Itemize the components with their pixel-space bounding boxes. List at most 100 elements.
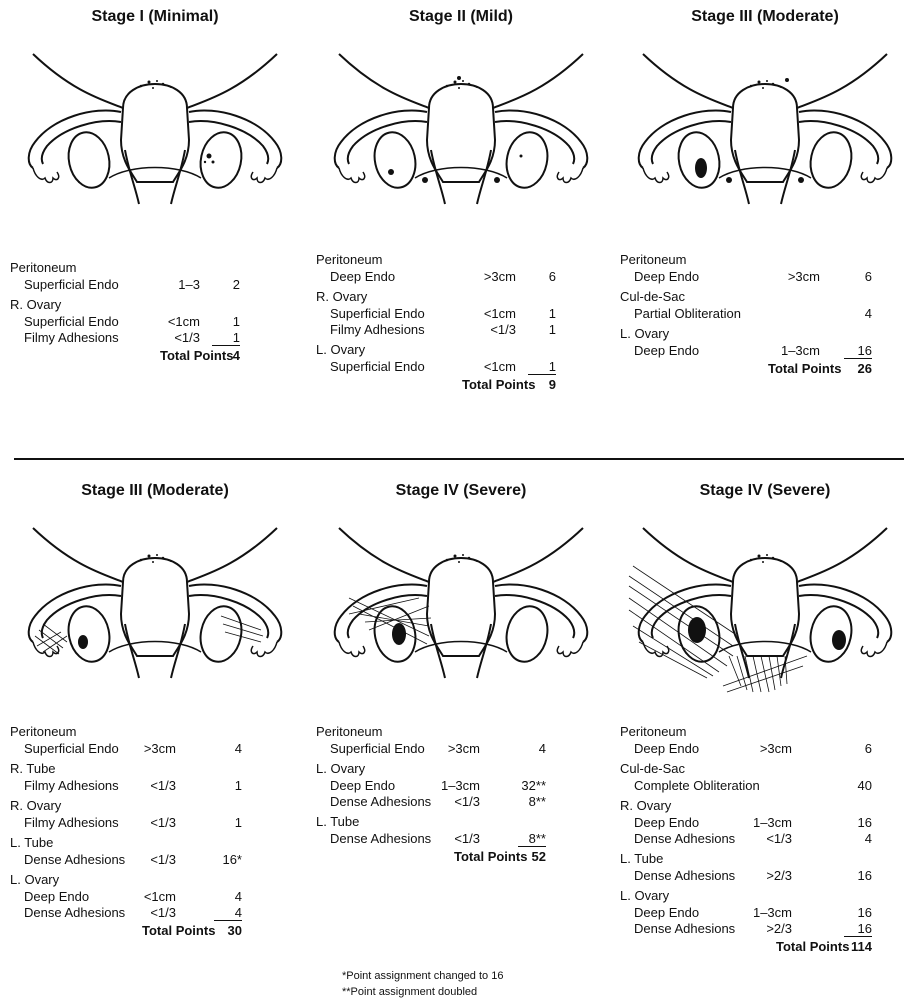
finding-size: >2/3 xyxy=(742,868,792,883)
finding-points: 6 xyxy=(844,741,872,756)
section-heading: R. Ovary xyxy=(10,297,300,314)
finding-size: 1–3 xyxy=(150,277,200,292)
section-heading: L. Ovary xyxy=(620,326,909,343)
score-row: Deep Endo 1–3cm 16 xyxy=(620,905,909,921)
section-heading: L. Tube xyxy=(620,851,909,868)
uterus-diagram-stage-2 xyxy=(316,32,606,222)
stage-title: Stage IV (Severe) xyxy=(620,482,909,500)
total-points: 9 xyxy=(528,377,556,392)
section-heading: R. Ovary xyxy=(620,798,909,815)
total-points: 30 xyxy=(214,923,242,938)
finding-label: Dense Adhesions xyxy=(634,868,735,883)
finding-size: <1/3 xyxy=(742,831,792,846)
finding-label: Superficial Endo xyxy=(330,306,425,321)
finding-label: Superficial Endo xyxy=(330,359,425,374)
finding-label: Filmy Adhesions xyxy=(24,330,119,345)
finding-label: Deep Endo xyxy=(634,269,699,284)
section-heading: Peritoneum xyxy=(620,252,909,269)
total-label: Total Points xyxy=(454,849,527,864)
finding-label: Complete Obliteration xyxy=(634,778,760,793)
finding-points: 40 xyxy=(844,778,872,793)
finding-label: Deep Endo xyxy=(330,269,395,284)
section-heading: L. Ovary xyxy=(620,888,909,905)
finding-points: 1 xyxy=(214,778,242,793)
finding-points: 8** xyxy=(518,831,546,847)
finding-points: 2 xyxy=(212,277,240,292)
finding-points: 16 xyxy=(844,921,872,937)
section-heading: Cul-de-Sac xyxy=(620,289,909,306)
uterus-diagram-stage-4b xyxy=(620,506,909,696)
finding-label: Filmy Adhesions xyxy=(24,815,119,830)
total-label: Total Points xyxy=(462,377,535,392)
total-row: Total Points26 xyxy=(620,361,909,381)
uterus-diagram-stage-3a xyxy=(620,32,909,222)
section-heading: Peritoneum xyxy=(10,724,300,741)
total-points: 4 xyxy=(212,348,240,363)
section-heading: L. Ovary xyxy=(316,761,606,778)
section-heading: Peritoneum xyxy=(316,252,606,269)
finding-points: 16 xyxy=(844,905,872,920)
section-heading: R. Tube xyxy=(10,761,300,778)
finding-label: Dense Adhesions xyxy=(24,852,125,867)
finding-label: Dense Adhesions xyxy=(24,905,125,920)
finding-points: 1 xyxy=(212,314,240,329)
section-heading: R. Ovary xyxy=(316,289,606,306)
finding-label: Dense Adhesions xyxy=(634,831,735,846)
finding-points: 1 xyxy=(212,330,240,346)
score-row: Deep Endo>3cm6 xyxy=(620,741,909,757)
score-row: Superficial Endo>3cm4 xyxy=(316,741,606,757)
finding-label: Dense Adhesions xyxy=(330,831,431,846)
total-label: Total Points xyxy=(142,923,215,938)
footnote-1: *Point assignment changed to 16 xyxy=(342,970,503,982)
section-heading: Peritoneum xyxy=(10,260,300,277)
finding-size: >3cm xyxy=(126,741,176,756)
finding-size: <1/3 xyxy=(126,815,176,830)
finding-label: Dense Adhesions xyxy=(330,794,431,809)
finding-label: Filmy Adhesions xyxy=(24,778,119,793)
finding-points: 32** xyxy=(518,778,546,793)
total-points: 26 xyxy=(844,361,872,376)
finding-label: Deep Endo xyxy=(634,905,699,920)
finding-points: 16* xyxy=(214,852,242,867)
score-row: Deep Endo<1cm4 xyxy=(10,889,300,905)
stage-title: Stage III (Moderate) xyxy=(10,482,300,500)
finding-points: 16 xyxy=(844,815,872,830)
section-divider xyxy=(14,458,904,460)
uterus-diagram-stage-4a xyxy=(316,506,606,696)
total-points: 52 xyxy=(518,849,546,864)
finding-label: Filmy Adhesions xyxy=(330,322,425,337)
finding-label: Deep Endo xyxy=(634,815,699,830)
finding-size: <1/3 xyxy=(150,330,200,345)
finding-size: <1/3 xyxy=(430,794,480,809)
uterus-diagram-stage-3b xyxy=(10,506,300,696)
finding-points: 16 xyxy=(844,343,872,359)
section-heading: L. Ovary xyxy=(316,342,606,359)
score-row: Dense Adhesions<1/3 8** xyxy=(316,831,606,847)
finding-label: Partial Obliteration xyxy=(634,306,741,321)
finding-size: 1–3cm xyxy=(742,905,792,920)
finding-size: <1/3 xyxy=(430,831,480,846)
finding-label: Dense Adhesions xyxy=(634,921,735,936)
stage-title: Stage IV (Severe) xyxy=(316,482,606,500)
section-heading: Cul-de-Sac xyxy=(620,761,909,778)
finding-points: 4 xyxy=(214,905,242,921)
score-row: Deep Endo1–3cm32** xyxy=(316,778,606,794)
